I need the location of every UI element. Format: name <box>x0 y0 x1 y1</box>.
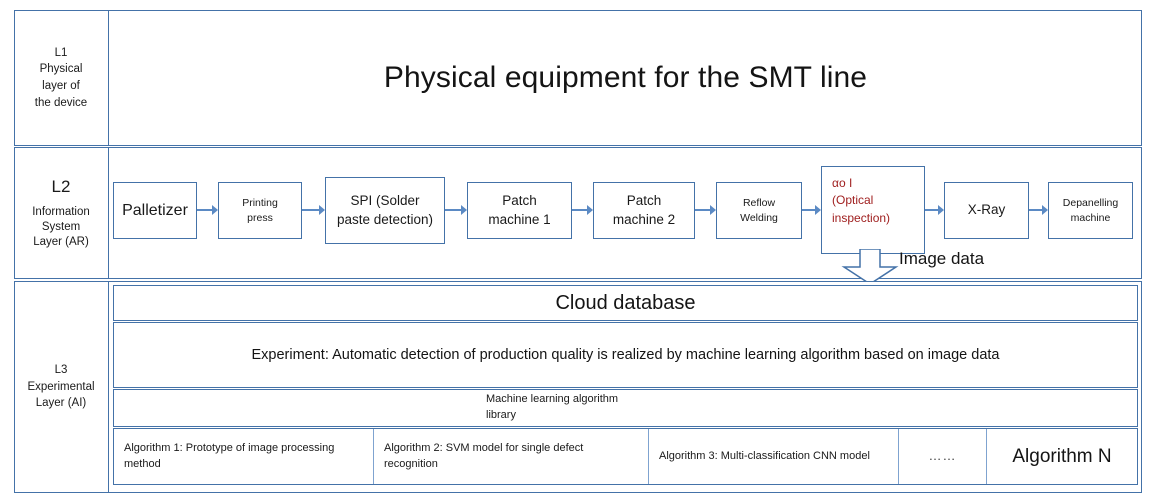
algorithm-3-label: Algorithm 3: Multi-classification CNN mo… <box>659 449 870 462</box>
l1-title: Physical equipment for the SMT line <box>383 61 868 94</box>
image-data-label: Image data <box>899 249 985 268</box>
layer-l1-frame <box>14 10 1142 146</box>
algorithm-1-label: Algorithm 1: Prototype of image processi… <box>124 441 335 470</box>
layer-l3-name-line-2: Layer (AI) <box>35 397 87 410</box>
algorithm-n-label: Algorithm N <box>1012 445 1112 467</box>
algorithm-cell-1[interactable]: Algorithm 1: Prototype of image processi… <box>114 429 374 484</box>
arrow-aoi-to-x-ray <box>925 205 944 215</box>
cloud-database-label: Cloud database <box>555 291 696 314</box>
layer-l1-name-line-3: the device <box>34 96 88 109</box>
layer-l3-name-line-1: Experimental <box>27 380 95 393</box>
algorithm-ellipsis-label: …… <box>928 448 957 464</box>
layer-l2-name-line-3: Layer (AR) <box>33 236 89 249</box>
process-box-palletizer[interactable]: Palletizer <box>113 182 197 239</box>
arrow-x-ray-to-depanelling <box>1029 205 1048 215</box>
layer-l1-code: L1 <box>54 46 68 59</box>
arrow-reflow-welding-to-aoi <box>802 205 821 215</box>
arrow-patch-2-to-reflow-welding <box>695 205 716 215</box>
algorithm-cell-3[interactable]: Algorithm 3: Multi-classification CNN mo… <box>649 429 899 484</box>
layer-l3-label-cell: L3 Experimental Layer (AI) <box>14 281 109 493</box>
process-box-x-ray-label: X-Ray <box>967 202 1006 218</box>
layer-l2-name-line-2: System <box>41 221 81 234</box>
arrow-spi-to-patch-machine-1 <box>445 205 467 215</box>
arrow-printing-press-to-spi <box>302 205 325 215</box>
layer-l2-label-cell: L2 Information System Layer (AR) <box>14 147 109 279</box>
arrow-palletizer-to-printing-press <box>197 205 218 215</box>
layer-l2-code: L2 <box>51 176 71 196</box>
algorithm-row: Algorithm 1: Prototype of image processi… <box>113 428 1138 485</box>
experiment-label: Experiment: Automatic detection of produ… <box>251 347 1000 363</box>
layer-l1-name-line-2: layer of <box>42 80 80 92</box>
layer-l2-name-line-1: Information <box>32 205 90 218</box>
algorithm-cell-2[interactable]: Algorithm 2: SVM model for single defect… <box>374 429 649 484</box>
layer-l3-code: L3 <box>54 363 68 376</box>
process-box-x-ray[interactable]: X-Ray <box>944 182 1029 239</box>
experiment-bar[interactable]: Experiment: Automatic detection of produ… <box>113 322 1138 388</box>
layer-l1-label-cell: L1 Physical layer of the device <box>14 10 109 146</box>
image-data-block-arrow <box>838 249 902 285</box>
algorithm-cell-ellipsis[interactable]: …… <box>899 429 987 484</box>
algorithm-cell-n[interactable]: Algorithm N <box>987 429 1137 484</box>
algorithm-2-label: Algorithm 2: SVM model for single defect… <box>384 441 584 470</box>
process-box-palletizer-label: Palletizer <box>122 201 188 219</box>
cloud-database-bar[interactable]: Cloud database <box>113 285 1138 321</box>
layer-l1-name-line-1: Physical <box>39 63 83 76</box>
arrow-patch-1-to-patch-2 <box>572 205 593 215</box>
